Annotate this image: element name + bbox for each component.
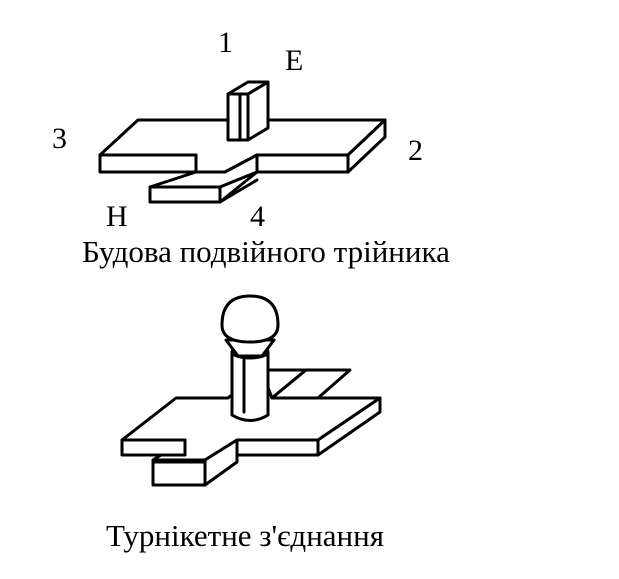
h-plane-arm: [148, 153, 259, 204]
turnstile-circular-arm: [220, 294, 280, 422]
double-tee-caption: Будова подвійного трійника: [82, 234, 450, 269]
main-waveguide-arm: [98, 118, 387, 174]
port-label-4: 4: [250, 200, 265, 233]
turnstile-diagram: Турнікетне з'єднання: [106, 294, 384, 553]
port-label-h: H: [106, 200, 128, 233]
port-label-e: E: [285, 44, 303, 77]
turnstile-caption: Турнікетне з'єднання: [106, 518, 384, 553]
e-plane-arm: [226, 80, 270, 142]
double-tee-diagram: 1 E 3 2 H 4 Будова подвійного трійника: [52, 26, 450, 269]
port-label-3: 3: [52, 122, 67, 155]
port-label-2: 2: [408, 134, 423, 167]
port-label-1: 1: [218, 26, 233, 59]
